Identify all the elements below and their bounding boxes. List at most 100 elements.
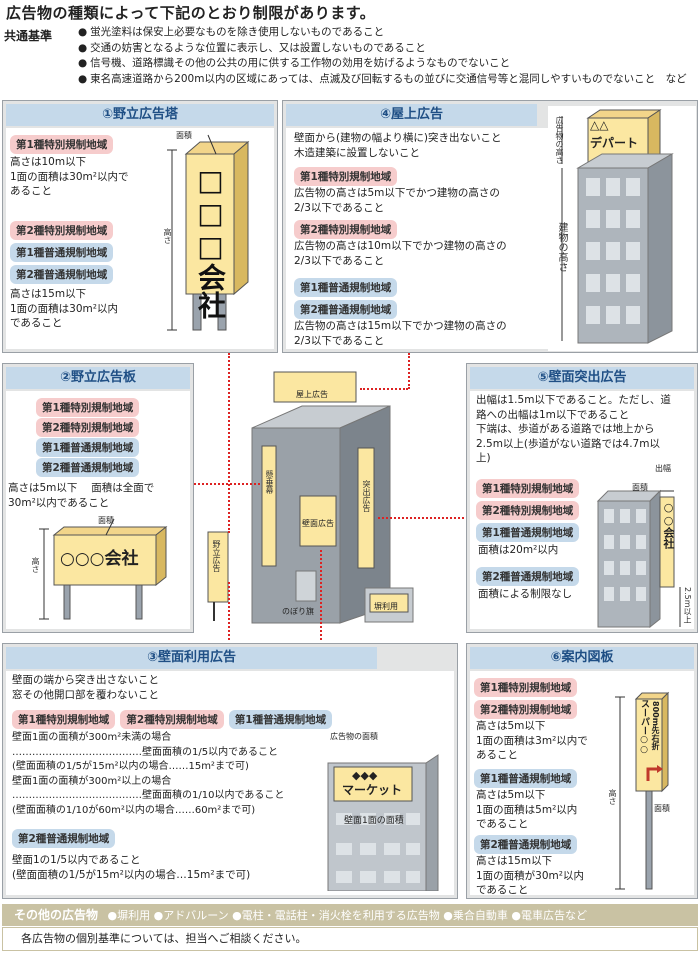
panel-title: ②野立広告板 [6, 367, 190, 389]
rule-text: あること [476, 749, 518, 761]
connector-line [408, 353, 410, 389]
panel-standing-tower: ①野立広告塔 第1種特別規制地域 高さは10m以下 1面の面積は30m²以内で … [2, 100, 278, 353]
center-label-standing: 野立広告 [212, 540, 221, 572]
zone-tag: 第2種特別規制地域 [474, 700, 578, 719]
zone-tag: 第2種特別規制地域 [36, 418, 140, 437]
rule-text: 1面の面積は30m²以内で [10, 170, 129, 183]
rooftop-sign-top: △△ [590, 118, 609, 132]
zone-tag: 第2種特別規制地域 [10, 221, 114, 240]
list-item: 蛍光塗料は保安上必要なものを除き使用しないものであること [78, 25, 698, 41]
zone-tag: 第2種特別規制地域 [120, 710, 224, 729]
figure-label-clearance: 2.5m以上 [683, 587, 692, 624]
connector-line [228, 582, 230, 640]
rule-text: 高さは5m以下 [476, 720, 546, 732]
rule-text: 壁面の端から突き出さないこと [12, 674, 159, 686]
rule-text: 下端は、歩道がある道路では地上から [476, 423, 655, 435]
page-title: 広告物の種類によって下記のとおり制限があります。 [6, 4, 376, 22]
zone-tag: 第2種普通規制地域 [36, 458, 140, 477]
zone-tag: 第1種特別規制地域 [294, 167, 398, 186]
figure-label-wall: 壁面1面の面積 [344, 816, 404, 826]
rule-text: あること [10, 185, 52, 197]
projecting-sign-text: ○○会社 [662, 501, 675, 549]
panel-title: ⑤壁面突出広告 [470, 367, 694, 389]
zone-tag: 第1種特別規制地域 [476, 479, 580, 498]
other-ads-label: その他の広告物 [14, 908, 99, 922]
rule-text: 高さは15m以下 [10, 288, 87, 300]
figure-label-area: 面積 [632, 483, 648, 492]
rule-text: 2/3以下であること [294, 201, 385, 214]
rule-text: 路への出幅は1m以下であること [476, 408, 630, 421]
rooftop-building-figure [548, 106, 696, 351]
rule-text: 2/3以下であること [294, 334, 385, 347]
rule-text: 広告物の高さは10m以下でかつ建物の高さの [294, 240, 507, 252]
list-item: 交通の妨害となるような位置に表示し、又は設置しないものであること [78, 41, 698, 57]
projecting-building-figure [596, 489, 681, 629]
center-building-illustration [207, 371, 414, 624]
rule-text: 壁面1の1/5以内であること [12, 854, 141, 866]
figure-label-height: 高さ [31, 557, 40, 573]
list-item: 東名高速道路から200m以内の区域にあっては、点滅及び回転するもの並びに交通信号… [78, 72, 698, 88]
rule-text: 壁面1面の面積が300m²以上の場合 [12, 775, 172, 787]
list-item: 信号機、道路標識その他の公共の用に供する工作物の効用を妨げるようなものでないこと [78, 56, 698, 72]
rule-text: …………………………………壁面面積の1/10以内であること [12, 790, 285, 801]
rule-text: であること [476, 884, 529, 896]
rule-text: 1面の面積は30m²以内 [10, 302, 118, 315]
connector-line [320, 550, 322, 640]
zone-tag: 第1種普通規制地域 [228, 710, 333, 729]
rule-text: 1面の面積が30m²以内 [476, 869, 584, 882]
rule-text: であること [10, 317, 63, 329]
board-figure [39, 519, 168, 620]
tower-sign-text: □□□会社 [194, 164, 227, 319]
other-ads-bar: その他の広告物 ●塀利用 ●アドバルーン ●電柱・電話柱・消火栓を利用する広告物… [2, 904, 698, 926]
rule-text: 2.5m以上(歩道がない道路では4.7m以 [476, 437, 660, 450]
zone-tag: 第2種特別規制地域 [294, 220, 398, 239]
wall-sign-text: マーケット [342, 783, 403, 797]
center-label-wall-left: 懸垂幕 [265, 470, 274, 494]
zone-tag: 第2種普通規制地域 [476, 567, 580, 586]
zone-tag: 第1種特別規制地域 [12, 710, 116, 729]
figure-label-area: 面積 [654, 804, 670, 813]
figure-label-building-height: 建物の高さ [556, 222, 567, 272]
panel-title: ⑥案内図板 [470, 647, 694, 669]
other-ads-items: ●塀利用 ●アドバルーン ●電柱・電話柱・消火栓を利用する広告物 ●乗合自動車 … [107, 909, 587, 922]
rule-text: …………………………………壁面面積の1/5以内であること [12, 746, 278, 758]
center-label-projecting: 突出広告 [362, 480, 371, 512]
wall-sign-top: ◆◆◆ [352, 769, 378, 782]
rule-text: 2/3以下であること [294, 254, 385, 267]
center-label-sidewalk: 塀利用 [374, 602, 398, 611]
zone-tag: 第1種普通規制地域 [10, 243, 114, 262]
zone-tag: 第2種普通規制地域 [12, 829, 116, 848]
rule-text: であること [476, 818, 529, 830]
figure-label-sign-height: 広告物の高さ [555, 116, 564, 164]
consult-note: 各広告物の個別基準については、担当へご相談ください。 [2, 927, 698, 951]
zone-tag: 第2種特別規制地域 [476, 501, 580, 520]
panel-title: ③壁面利用広告 [6, 647, 377, 669]
rule-text: 高さは5m以下 面積は全面で [8, 482, 155, 494]
rule-text: (壁面面積の1/5が15m²以内の場合……15m²まで可) [12, 761, 249, 772]
panel-rooftop: ④屋上広告 壁面から(建物の幅より横に)突き出ないこと 木造建築に設置しないこと… [282, 100, 698, 353]
guide-sign-text-2: 800m先右折 [651, 701, 660, 751]
tower-figure [167, 134, 250, 331]
board-sign-text: ○○○会社 [60, 549, 139, 569]
rule-text: 木造建築に設置しないこと [294, 146, 420, 159]
figure-label-area: 広告物の面積 [330, 732, 378, 741]
connector-line [194, 483, 260, 485]
guide-sign-text: スーパー○○ [639, 699, 649, 755]
panel-wall-use: ③壁面利用広告 壁面の端から突き出さないこと 窓その他開口部を覆わないこと 第1… [2, 643, 458, 899]
rule-text: 1面の面積は5m²以内 [476, 803, 578, 816]
center-label-wall-use: 壁面広告 [302, 519, 334, 528]
rule-text: 面積による制限なし [478, 588, 573, 600]
panel-title: ④屋上広告 [286, 104, 537, 126]
rule-text: 壁面1面の面積が300m²未満の場合 [12, 732, 172, 743]
panel-title: ①野立広告塔 [6, 104, 274, 126]
rule-text: 高さは15m以下 [476, 855, 553, 867]
zone-tag: 第2種普通規制地域 [474, 835, 578, 854]
zone-tag: 第1種特別規制地域 [36, 398, 140, 417]
rule-text: 出幅は1.5m以下であること。ただし、道 [476, 394, 671, 406]
common-standards-label: 共通基準 [4, 29, 53, 43]
panel-guide-board: ⑥案内図板 第1種特別規制地域 第2種特別規制地域 高さは5m以下 1面の面積は… [466, 643, 698, 899]
figure-label-width: 出幅 [655, 464, 671, 473]
rule-text: (壁面面積の1/10が60m²以内の場合……60m²まで可) [12, 804, 256, 816]
rule-text: 広告物の高さは5m以下でかつ建物の高さの [294, 187, 500, 199]
center-label-banner: のぼり旗 [282, 607, 314, 616]
